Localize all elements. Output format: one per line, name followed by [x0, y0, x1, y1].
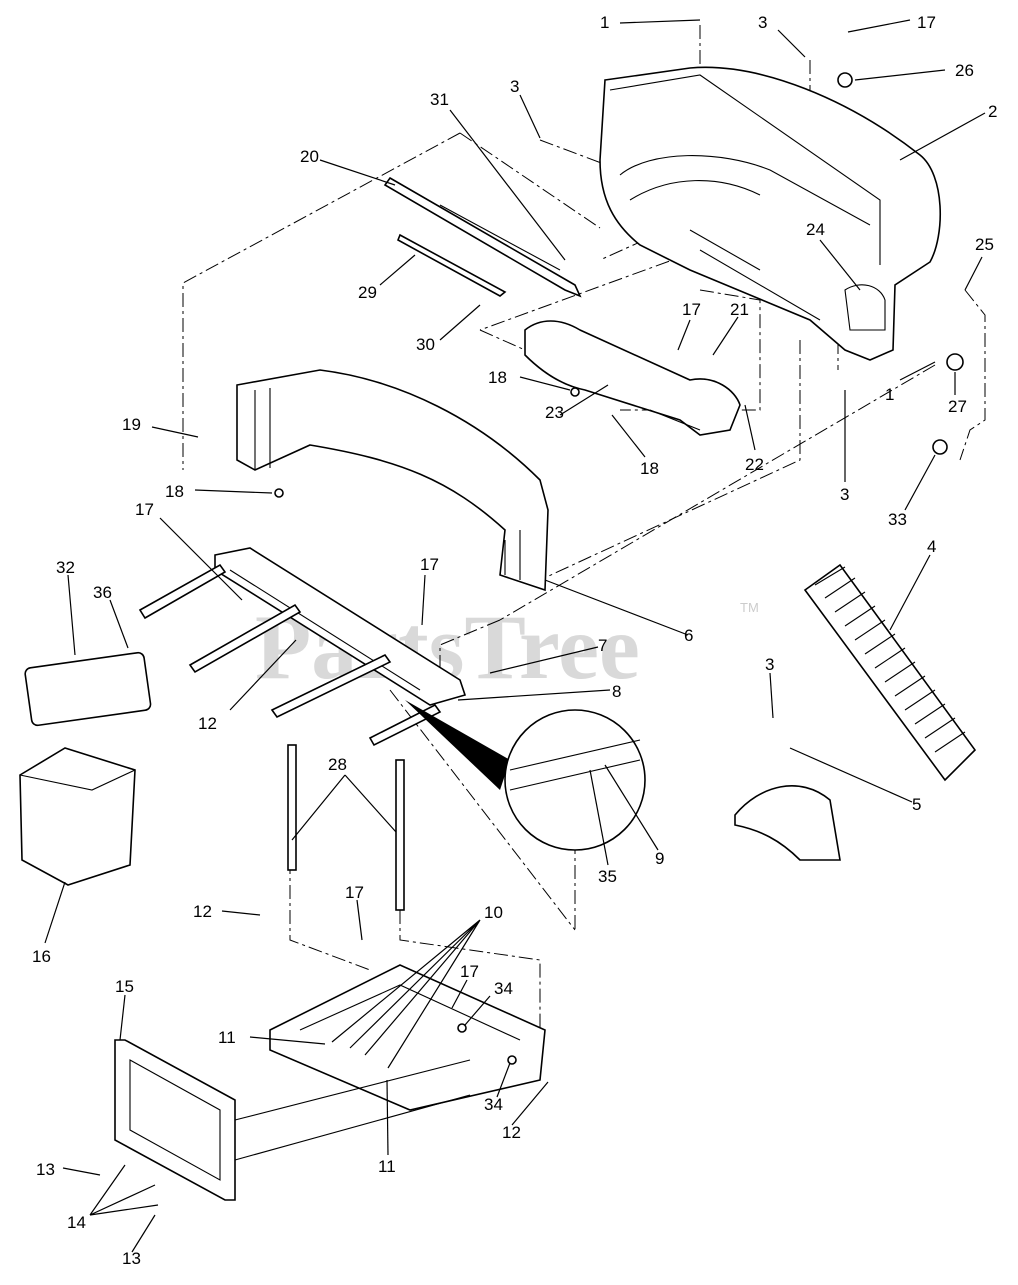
- callout-17: 17: [682, 300, 701, 319]
- callout-33: 33: [888, 510, 907, 529]
- callout-28: 28: [328, 755, 347, 774]
- leader-lines: [44, 19, 986, 1253]
- hose-adapter: [734, 785, 841, 861]
- callout-19: 19: [122, 415, 141, 434]
- callout-24: 24: [806, 220, 825, 239]
- callout-35: 35: [598, 867, 617, 886]
- callout-16: 16: [32, 947, 51, 966]
- callout-1: 1: [600, 13, 609, 32]
- callout-34: 34: [484, 1095, 503, 1114]
- callout-3: 3: [758, 13, 767, 32]
- callout-34: 34: [494, 979, 513, 998]
- callout-18: 18: [488, 368, 507, 387]
- callout-17: 17: [135, 500, 154, 519]
- callout-21: 21: [730, 300, 749, 319]
- top-plate-assembly: [383, 176, 582, 298]
- callout-10: 10: [484, 903, 503, 922]
- callout-13: 13: [36, 1160, 55, 1179]
- bag-side-panel: [236, 369, 549, 592]
- callout-17: 17: [460, 962, 479, 981]
- callout-5: 5: [912, 795, 921, 814]
- hardware: [274, 72, 964, 1065]
- callout-7: 7: [598, 636, 607, 655]
- callout-2: 2: [988, 102, 997, 121]
- callout-17: 17: [420, 555, 439, 574]
- callout-12: 12: [198, 714, 217, 733]
- callout-9: 9: [655, 849, 664, 868]
- callout-36: 36: [93, 583, 112, 602]
- callout-3: 3: [840, 485, 849, 504]
- callout-15: 15: [115, 977, 134, 996]
- callout-12: 12: [502, 1123, 521, 1142]
- callout-3: 3: [765, 655, 774, 674]
- callout-6: 6: [684, 626, 693, 645]
- callout-labels: 1 3 17 26 2 3 31 20 29 30 25 24 17 21 18…: [32, 13, 997, 1268]
- callout-17: 17: [345, 883, 364, 902]
- callout-30: 30: [416, 335, 435, 354]
- callout-26: 26: [955, 61, 974, 80]
- callout-18: 18: [165, 482, 184, 501]
- callout-11: 11: [378, 1157, 396, 1176]
- callout-13: 13: [122, 1249, 141, 1268]
- flexible-hose: [803, 563, 977, 782]
- callout-1: 1: [885, 385, 894, 404]
- discharge-chute-tube: [524, 320, 741, 436]
- callout-25: 25: [975, 235, 994, 254]
- callout-20: 20: [300, 147, 319, 166]
- watermark-trademark: TM: [740, 600, 759, 615]
- callout-17: 17: [917, 13, 936, 32]
- grass-bag: [19, 747, 136, 886]
- detail-view-circle: [405, 700, 646, 851]
- callout-22: 22: [745, 455, 764, 474]
- callout-23: 23: [545, 403, 564, 422]
- callout-29: 29: [358, 283, 377, 302]
- callout-14: 14: [67, 1213, 86, 1232]
- right-bracket-line: [959, 289, 986, 461]
- callout-3: 3: [510, 77, 519, 96]
- bag-lid-frame: [24, 651, 152, 727]
- callout-32: 32: [56, 558, 75, 577]
- bottom-frame: [114, 964, 546, 1201]
- hanger-brackets: [287, 744, 405, 911]
- callout-27: 27: [948, 397, 967, 416]
- callout-4: 4: [927, 537, 936, 556]
- callout-8: 8: [612, 682, 621, 701]
- callout-31: 31: [430, 90, 449, 109]
- bag-frame: [138, 547, 467, 747]
- callout-12: 12: [193, 902, 212, 921]
- callout-18: 18: [640, 459, 659, 478]
- callout-11: 11: [218, 1028, 236, 1047]
- bagger-cover: [599, 66, 942, 361]
